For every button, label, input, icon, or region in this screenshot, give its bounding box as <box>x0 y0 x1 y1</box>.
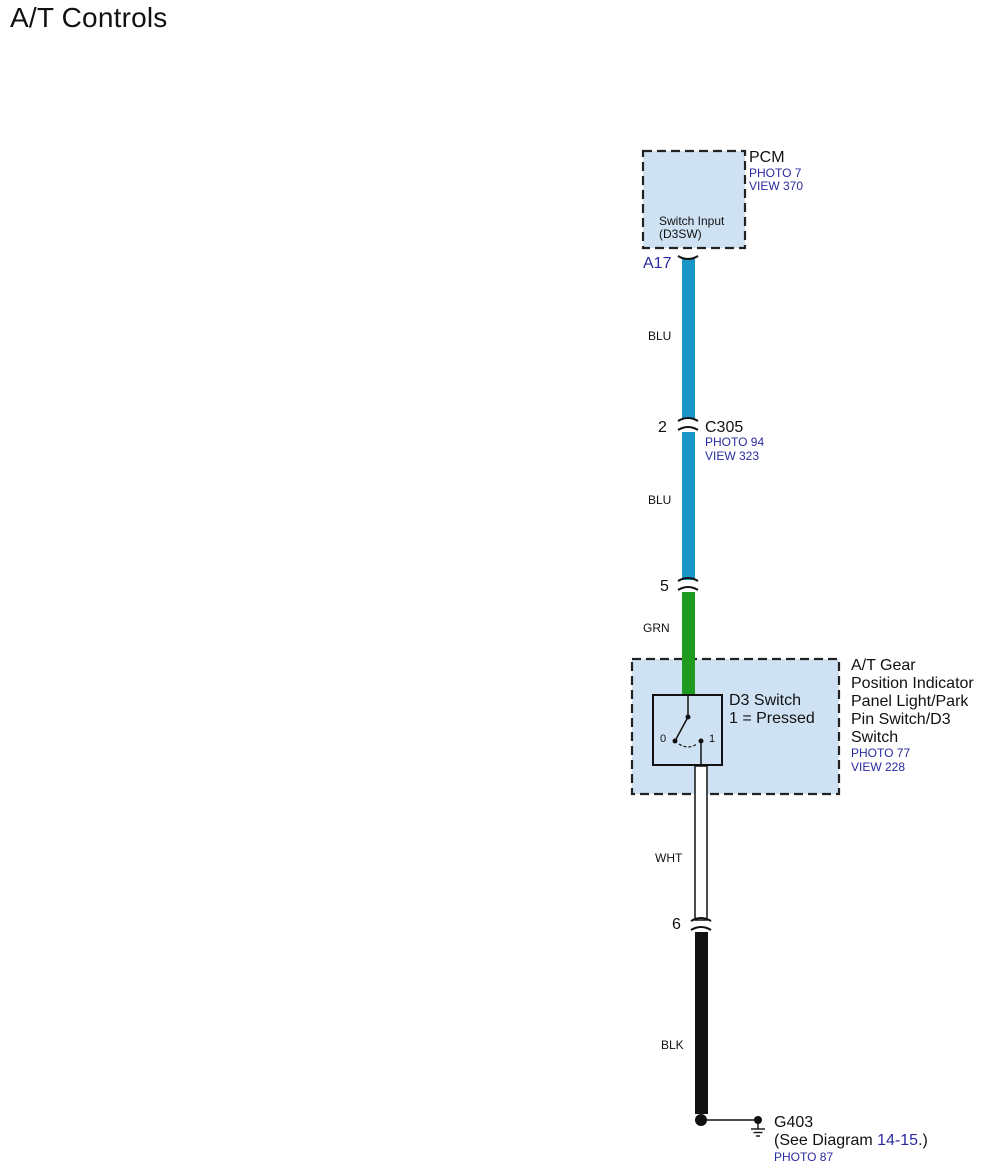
c305-pin-upper: 2 <box>658 419 667 436</box>
switch-blade <box>674 716 689 742</box>
wire-color-label-3: GRN <box>643 621 670 635</box>
page-title: A/T Controls <box>10 2 168 33</box>
switch-pos-0: 0 <box>660 733 666 745</box>
pcm-terminal-cap <box>677 255 699 260</box>
wire-grn-body <box>682 592 695 695</box>
switch-assembly-outline <box>630 657 841 796</box>
switch-name: D3 Switch <box>729 692 801 709</box>
wire-color-label-2: BLU <box>648 493 671 507</box>
pcm-view-link[interactable]: VIEW 370 <box>749 179 803 193</box>
pcm-terminal-label: A17 <box>643 255 672 272</box>
ground-see-close: .) <box>918 1132 928 1149</box>
ground-photo-link[interactable]: PHOTO 87 <box>774 1150 833 1164</box>
pin5-female-cap <box>677 577 699 582</box>
pcm-pin-signal: (D3SW) <box>659 227 702 241</box>
ground-diagram-link[interactable]: 14-15 <box>877 1132 918 1149</box>
pcm-box-fill <box>643 151 745 248</box>
switch-state: 1 = Pressed <box>729 710 815 727</box>
c305-photo-link[interactable]: PHOTO 94 <box>705 435 764 449</box>
wire-blk-body <box>695 932 708 1114</box>
c305-male-cap <box>677 426 699 431</box>
c305-name: C305 <box>705 419 743 436</box>
switch-throw-arc <box>678 743 698 748</box>
pin5-label: 5 <box>660 578 669 595</box>
switch-assembly-name-line-4: Pin Switch/D3 <box>851 711 951 728</box>
pcm-pin-label: Switch Input <box>659 214 725 228</box>
wire-wht[interactable] <box>694 765 708 921</box>
ground-name: G403 <box>774 1114 813 1131</box>
switch-assembly-view-link[interactable]: VIEW 228 <box>851 760 905 774</box>
ground-see-diagram: (See Diagram 14-15.) <box>774 1132 928 1149</box>
pin6-male-cap <box>690 926 712 931</box>
ground-g403[interactable] <box>695 1114 765 1137</box>
switch-assembly-name-line-3: Panel Light/Park <box>851 693 969 710</box>
connector-c305[interactable] <box>677 417 699 431</box>
pin6-label: 6 <box>672 916 681 933</box>
pcm-component[interactable]: Switch Input (D3SW) <box>641 149 747 250</box>
ground-see-text: (See Diagram <box>774 1132 873 1149</box>
wire-grn[interactable] <box>682 592 695 695</box>
pcm-photo-link[interactable]: PHOTO 7 <box>749 166 802 180</box>
wire-blu-upper[interactable] <box>682 259 695 419</box>
wire-wht-body <box>694 765 708 921</box>
switch-assembly-name-line-5: Switch <box>851 729 898 746</box>
c305-view-link[interactable]: VIEW 323 <box>705 449 759 463</box>
wire-blk[interactable] <box>695 932 708 1114</box>
wire-blu-lower-body <box>682 432 695 580</box>
connector-pin5[interactable] <box>677 577 699 591</box>
switch-contact-0 <box>672 738 678 744</box>
switch-assembly-photo-link[interactable]: PHOTO 77 <box>851 746 910 760</box>
connector-pin6[interactable] <box>690 917 712 931</box>
wire-blu-lower[interactable] <box>682 432 695 580</box>
pcm-box-outline <box>641 149 747 250</box>
wire-blu-upper-body <box>682 259 695 419</box>
pin5-male-cap <box>677 586 699 591</box>
switch-pos-1: 1 <box>709 733 715 745</box>
wire-color-label-1: BLU <box>648 329 671 343</box>
wire-color-label-4: WHT <box>655 851 683 865</box>
d3-switch[interactable] <box>652 694 723 766</box>
switch-assembly-name-line-1: A/T Gear <box>851 657 916 674</box>
pcm-name: PCM <box>749 149 785 166</box>
switch-assembly-name-line-2: Position Indicator <box>851 675 974 692</box>
c305-female-cap <box>677 417 699 422</box>
pin6-female-cap <box>690 917 712 922</box>
wire-color-label-5: BLK <box>661 1038 684 1052</box>
